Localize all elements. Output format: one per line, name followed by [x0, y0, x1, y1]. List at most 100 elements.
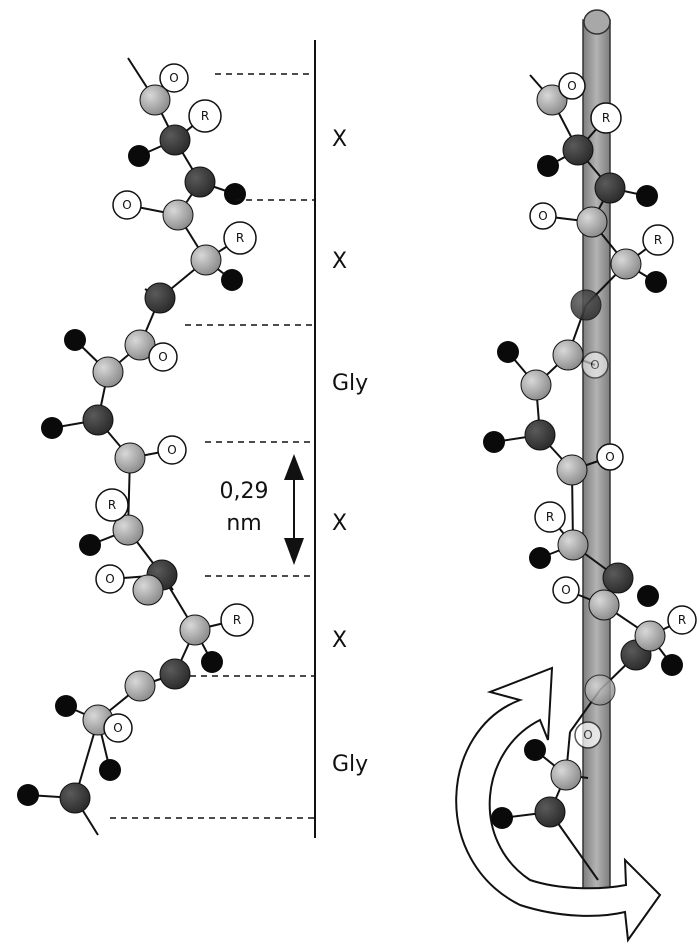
right-helix: O O O O O O [455, 9, 697, 943]
oxygen-atom: O [558, 72, 586, 100]
svg-text:R: R [233, 613, 241, 627]
alpha-carbon-atom [520, 369, 552, 401]
oxygen-atom: O [574, 721, 602, 749]
alpha-carbon-atom [576, 206, 608, 238]
hydrogen-atom [636, 185, 658, 207]
residue-atom: R [223, 221, 257, 255]
alpha-carbon-atom [550, 759, 582, 791]
svg-text:O: O [169, 71, 178, 85]
alpha-carbon-atom [190, 244, 222, 276]
hydrogen-atom [221, 269, 243, 291]
residue-atom: R [534, 501, 566, 533]
hydrogen-atom [64, 329, 86, 351]
oxygen-atom: O [103, 713, 133, 743]
svg-text:R: R [236, 231, 244, 245]
svg-text:R: R [654, 233, 662, 247]
carbon-atom [59, 782, 91, 814]
distance-unit: nm [226, 511, 261, 536]
alpha-carbon-atom [112, 514, 144, 546]
alpha-carbon-atom [557, 529, 589, 561]
svg-text:O: O [605, 450, 614, 464]
alpha-carbon-atom [556, 454, 588, 486]
carbon-atom [562, 134, 594, 166]
hydrogen-atom [645, 271, 667, 293]
hydrogen-atom [529, 547, 551, 569]
hydrogen-atom [661, 654, 683, 676]
alpha-carbon-atom [114, 442, 146, 474]
svg-text:O: O [167, 443, 176, 457]
nitrogen-atom [144, 282, 176, 314]
residue-atom: R [667, 605, 697, 635]
oxygen-atom: O [148, 342, 178, 372]
oxygen-atom: O [581, 351, 609, 379]
svg-text:O: O [561, 583, 570, 597]
hydrogen-atom [224, 183, 246, 205]
alpha-carbon-atom [179, 614, 211, 646]
alpha-carbon-atom [634, 620, 666, 652]
svg-text:R: R [201, 109, 209, 123]
hydrogen-atom [483, 431, 505, 453]
svg-text:O: O [583, 728, 592, 742]
svg-text:R: R [678, 613, 686, 627]
residue-atom: R [95, 488, 129, 522]
left-chain: O O O O O O [17, 57, 257, 836]
svg-text:R: R [546, 510, 554, 524]
alpha-carbon-atom [588, 589, 620, 621]
segment-label: Gly [332, 371, 368, 396]
segment-label: X [332, 628, 347, 653]
carbon-atom [82, 404, 114, 436]
segment-label: X [332, 249, 347, 274]
alpha-carbon-atom [610, 248, 642, 280]
nitrogen-atom [159, 658, 191, 690]
hydrogen-atom [491, 807, 513, 829]
alpha-carbon-atom [92, 356, 124, 388]
residue-atom: R [642, 224, 674, 256]
residue-atom: R [220, 603, 254, 637]
left-chain-atoms: O O O O O O [17, 63, 257, 814]
oxygen-atom: O [112, 190, 142, 220]
oxygen-atom: O [159, 63, 189, 93]
svg-text:O: O [122, 198, 131, 212]
hydrogen-atom [99, 759, 121, 781]
distance-arrow [284, 454, 304, 565]
oxygen-atom: O [596, 443, 624, 471]
segment-label: Gly [332, 752, 368, 777]
rotation-arrow [455, 666, 662, 943]
alpha-carbon-atom [132, 574, 164, 606]
nitrogen-atom [570, 289, 602, 321]
segment-label: X [332, 511, 347, 536]
hydrogen-atom [79, 534, 101, 556]
svg-text:R: R [602, 111, 610, 125]
carbon-atom [594, 172, 626, 204]
distance-value: 0,29 [220, 479, 269, 504]
alpha-carbon-atom [139, 84, 171, 116]
oxygen-atom: O [157, 435, 187, 465]
svg-text:O: O [590, 358, 599, 372]
hydrogen-atom [17, 784, 39, 806]
carbon-atom [159, 124, 191, 156]
segment-label: X [332, 127, 347, 152]
carbon-atom [534, 796, 566, 828]
right-helix-atoms: O O O O O O [483, 72, 697, 829]
hydrogen-atom [524, 739, 546, 761]
oxygen-atom: O [95, 564, 125, 594]
svg-text:O: O [113, 721, 122, 735]
hydrogen-atom [55, 695, 77, 717]
residue-atom: R [590, 102, 622, 134]
hydrogen-atom [128, 145, 150, 167]
svg-text:O: O [105, 572, 114, 586]
svg-text:O: O [158, 350, 167, 364]
svg-text:O: O [538, 209, 547, 223]
oxygen-atom: O [529, 202, 557, 230]
carbon-atom [184, 166, 216, 198]
svg-text:O: O [567, 79, 576, 93]
svg-text:R: R [108, 498, 116, 512]
alpha-carbon-atom [552, 339, 584, 371]
carbon-atom [524, 419, 556, 451]
oxygen-atom: O [552, 576, 580, 604]
carbon-atom [602, 562, 634, 594]
alpha-carbon-atom [536, 84, 568, 116]
hydrogen-atom [497, 341, 519, 363]
residue-scale: X X Gly X X Gly 0,29 nm [110, 40, 368, 838]
